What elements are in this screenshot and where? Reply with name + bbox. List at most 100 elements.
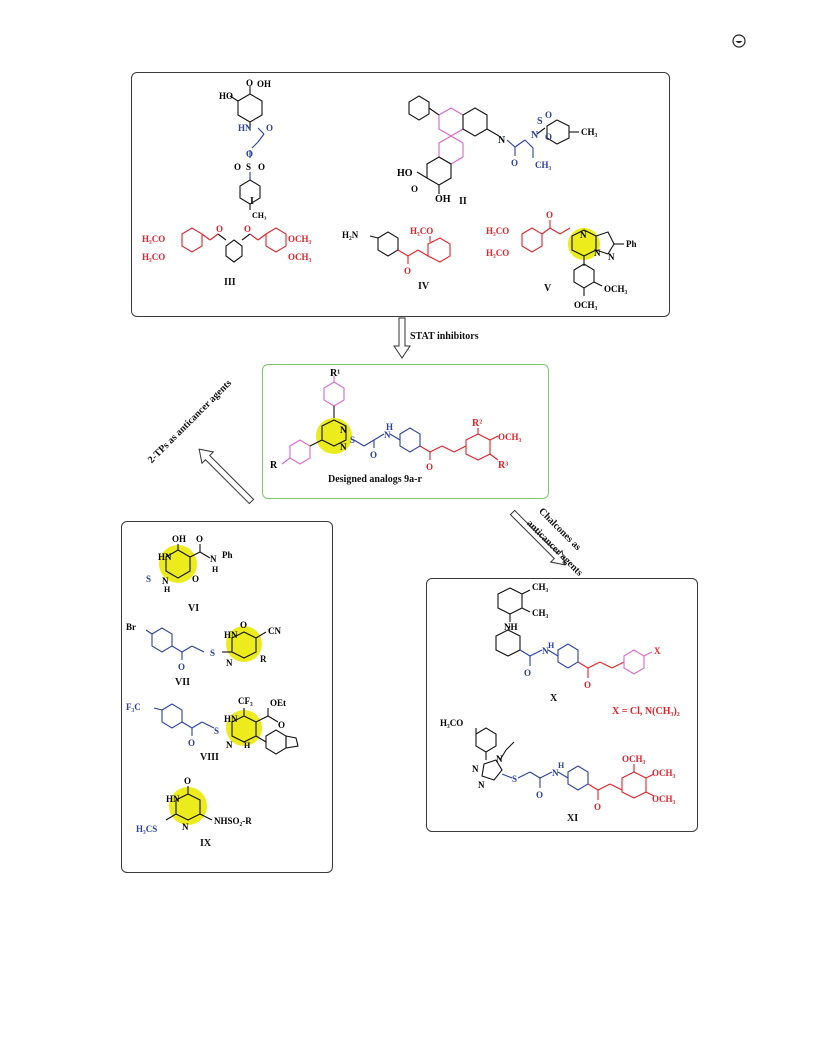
- v-o: O: [546, 210, 553, 220]
- vii-cn: CN: [268, 626, 281, 636]
- vi-oh: OH: [172, 534, 186, 544]
- compound-label-i: I: [250, 196, 254, 207]
- compound-xi: H₃CO N N N S N H O O OCH₃ OCH₃ OCH₃: [440, 718, 676, 812]
- vii-o: O: [178, 662, 185, 672]
- designed-analogs-panel: [262, 364, 549, 499]
- viii-o-ester: O: [278, 720, 285, 730]
- vi-hn: HN: [158, 552, 172, 562]
- v-n2: N: [594, 248, 601, 258]
- center-o-ketone: O: [426, 462, 433, 472]
- ix-h3cs: H₃CS: [136, 824, 157, 834]
- center-n1: N: [340, 425, 347, 435]
- compound-i: OH O HO HN O O S O O CH₃: [219, 78, 273, 220]
- vii-br: Br: [126, 622, 136, 632]
- ii-n-label: N: [498, 135, 506, 146]
- x-ch3b: CH₃: [532, 608, 549, 618]
- tps-arrow: [198, 448, 255, 505]
- viii-h: H: [244, 741, 251, 750]
- ii-me-label: CH₃: [581, 127, 598, 137]
- xi-s: S: [512, 774, 517, 784]
- center-s: S: [350, 435, 355, 445]
- compound-label-vii: VII: [175, 677, 191, 688]
- iii-left-bot: H₃CO: [142, 252, 165, 262]
- ii-ch3-label: CH₃: [535, 160, 552, 170]
- compound-label-vi: VI: [188, 603, 200, 614]
- compound-label-ix: IX: [200, 838, 212, 849]
- v-bottom: OCH₃: [574, 300, 598, 310]
- xi-o: O: [536, 790, 543, 800]
- compound-label-iv: IV: [418, 281, 430, 292]
- iv-o: O: [404, 266, 411, 276]
- center-o-amide: O: [370, 450, 377, 460]
- stat-arrow: [393, 317, 411, 359]
- v-left-top: H₃CO: [486, 226, 509, 236]
- i-o-s2-label: O: [258, 162, 265, 172]
- compound-vi: OH HN N H S O O N H Ph: [146, 534, 233, 594]
- tps-panel: [121, 521, 333, 873]
- v-left-bot: H₃CO: [486, 248, 509, 258]
- chalcones-panel: [426, 578, 698, 832]
- open-access-icon: [732, 34, 746, 48]
- ii-oc-label: O: [511, 158, 518, 168]
- vii-s: S: [210, 648, 215, 658]
- x-substituent: X = Cl, N(CH₃)₂: [612, 706, 680, 717]
- i-o-s1-label: O: [234, 162, 241, 172]
- xi-h: H: [558, 761, 565, 770]
- center-h: H: [386, 422, 393, 432]
- ii-os2-label: O: [545, 132, 552, 142]
- vii-hn: HN: [224, 630, 238, 640]
- compound-iv: H₂N H₃CO O: [342, 226, 451, 276]
- v-n3: N: [608, 252, 615, 262]
- i-o-amide-label: O: [266, 123, 273, 133]
- iii-o1: O: [216, 224, 223, 234]
- i-hn-label: HN: [238, 123, 252, 133]
- xi-h3co: H₃CO: [440, 718, 463, 728]
- designed-analogs-caption: Designed analogs 9a-r: [328, 474, 422, 485]
- ii-os1-label: O: [545, 110, 552, 120]
- iii-left-top: H₃CO: [142, 234, 165, 244]
- ii-s-label: S: [537, 116, 543, 127]
- xi-och3b: OCH₃: [652, 768, 676, 778]
- stat-inhibitors-panel: [131, 72, 670, 317]
- xi-och3c: OCH₃: [652, 794, 676, 804]
- compound-label-xi: XI: [567, 813, 579, 824]
- vi-h2: H: [212, 565, 219, 574]
- i-o-ether-label: O: [246, 149, 253, 159]
- xi-o-k: O: [594, 802, 601, 812]
- vi-s: S: [146, 574, 151, 584]
- compound-v: H₃CO H₃CO O N N N Ph OCH₃ OCH₃: [486, 210, 637, 310]
- compound-label-viii: VIII: [200, 752, 219, 763]
- viii-o: O: [188, 738, 195, 748]
- center-n2: N: [340, 442, 347, 452]
- iv-amine: H₂N: [342, 230, 359, 240]
- ix-nhso2r: NHSO₂-R: [214, 816, 252, 826]
- center-och3: OCH₃: [498, 432, 522, 442]
- i-me-label: CH₃: [252, 211, 267, 220]
- compound-label-x: X: [550, 693, 558, 704]
- ix-n: N: [182, 822, 189, 832]
- center-r1: R¹: [330, 368, 340, 379]
- x-ch3a: CH₃: [532, 582, 549, 592]
- ix-hn: HN: [166, 794, 180, 804]
- vi-n: N: [162, 576, 169, 586]
- xi-n: N: [552, 768, 559, 778]
- ii-oh-label: OH: [435, 194, 451, 205]
- viii-f3c: F₃C: [126, 702, 141, 712]
- compound-ii: N N S O O O CH₃ CH₃ HO OH O: [397, 95, 598, 205]
- viii-s: S: [214, 726, 219, 736]
- x-o: O: [524, 668, 531, 678]
- chalcones-arrow: [509, 509, 566, 566]
- xi-och3a: OCH₃: [622, 754, 646, 764]
- vii-r: R: [260, 654, 267, 664]
- x-substituent-text: X = Cl, N(CH₃)₂: [612, 706, 680, 717]
- designed-analog-structure: R¹ R N N S H N O O R² OCH₃ R³: [270, 368, 522, 472]
- x-x: X: [654, 646, 661, 656]
- compound-ix: O HN N H₃CS NHSO₂-R: [136, 776, 252, 834]
- compound-iii: H₃CO H₃CO OCH₃ OCH₃ O O: [142, 224, 312, 263]
- x-o-k: O: [584, 680, 591, 690]
- viii-oet: OEt: [270, 698, 286, 708]
- ix-o: O: [184, 776, 191, 786]
- center-r2: R²: [472, 418, 482, 429]
- center-n-amide: N: [384, 430, 391, 440]
- i-ho-label: HO: [219, 91, 233, 101]
